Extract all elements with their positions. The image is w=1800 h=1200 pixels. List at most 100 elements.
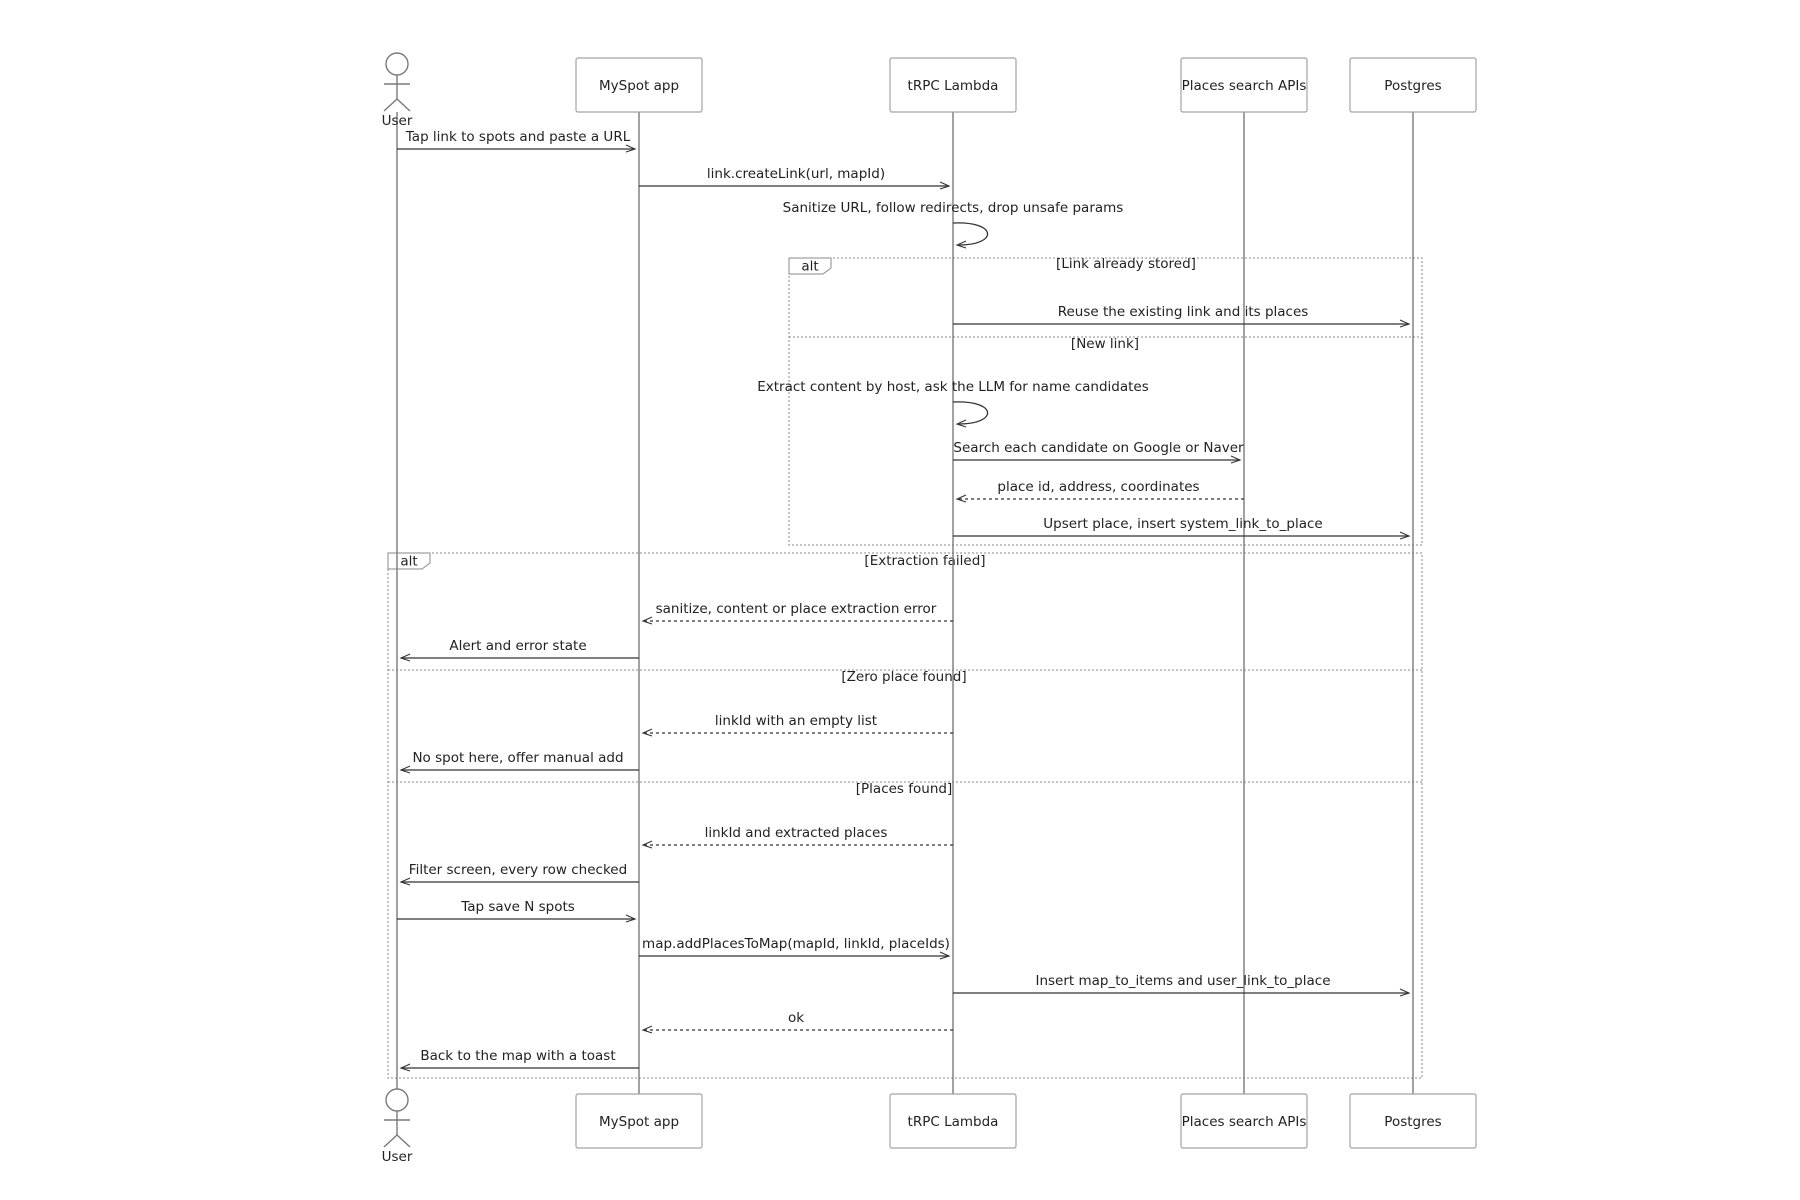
message: Extract content by host, ask the LLM for…	[757, 379, 1149, 428]
arrowhead-icon	[399, 653, 411, 662]
arrowhead-icon	[1230, 455, 1242, 464]
actor-leg-icon	[396, 1134, 411, 1148]
message: linkId and extracted places	[641, 825, 953, 849]
arrowhead-icon	[1399, 319, 1411, 328]
arrowhead-icon	[641, 616, 653, 625]
participant-box	[889, 1093, 1017, 1149]
actor-leg-icon	[383, 98, 398, 112]
message-label: Extract content by host, ask the LLM for…	[757, 379, 1149, 395]
message-label: Back to the map with a toast	[420, 1048, 615, 1064]
arrowhead-icon	[399, 1063, 411, 1072]
message: link.createLink(url, mapId)	[639, 166, 951, 190]
participant-box	[1349, 1093, 1477, 1149]
self-call-loop	[952, 222, 989, 246]
participant-label: MySpot app	[599, 1114, 679, 1130]
participant-label: Postgres	[1384, 78, 1441, 94]
participant-box	[1180, 57, 1308, 113]
message: No spot here, offer manual add	[399, 750, 639, 774]
message-label: Tap link to spots and paste a URL	[405, 129, 631, 145]
message-label: Upsert place, insert system_link_to_plac…	[1043, 516, 1322, 532]
message: Reuse the existing link and its places	[953, 304, 1411, 328]
arrowhead-icon	[1399, 988, 1411, 997]
alt-frame-border	[788, 257, 1423, 546]
participant-label: Places search APIs	[1182, 1114, 1307, 1130]
alt-section-condition: [Places found]	[856, 781, 952, 797]
participant-bottom-app: MySpot app	[575, 1093, 703, 1149]
participant-label: tRPC Lambda	[908, 1114, 999, 1130]
message: Back to the map with a toast	[399, 1048, 639, 1072]
message: Insert map_to_items and user_link_to_pla…	[953, 973, 1411, 997]
message: Tap link to spots and paste a URL	[397, 129, 637, 153]
alt-frame: alt [Extraction failed] [Zero place found]…	[387, 552, 1423, 1079]
participant-top-places: Places search APIs	[1180, 57, 1308, 113]
participant-label: MySpot app	[599, 78, 679, 94]
participant-bottom-places: Places search APIs	[1180, 1093, 1308, 1149]
message: sanitize, content or place extraction er…	[641, 601, 953, 625]
message-label: No spot here, offer manual add	[412, 750, 623, 766]
alt-frame-tab	[387, 552, 431, 570]
message: Tap save N spots	[397, 899, 637, 923]
alt-section-condition: [New link]	[1071, 336, 1139, 352]
participant-top-pg: Postgres	[1349, 57, 1477, 113]
participant-label: User	[382, 113, 413, 129]
arrowhead-icon	[399, 765, 411, 774]
participant-top-lambda: tRPC Lambda	[889, 57, 1017, 113]
participant-box	[575, 57, 703, 113]
arrowhead-icon	[625, 144, 637, 153]
message: linkId with an empty list	[641, 713, 953, 737]
participant-label: Places search APIs	[1182, 78, 1307, 94]
alt-keyword: alt	[400, 554, 417, 570]
arrowhead-icon	[399, 877, 411, 886]
message-label: Filter screen, every row checked	[409, 862, 627, 878]
message: Upsert place, insert system_link_to_plac…	[953, 516, 1411, 540]
participant-label: Postgres	[1384, 1114, 1441, 1130]
arrowhead-icon	[955, 494, 967, 503]
lifelines-layer	[396, 112, 1414, 1094]
actor-leg-icon	[396, 98, 411, 112]
participant-top-user: User	[382, 52, 413, 129]
participant-box	[1180, 1093, 1308, 1149]
message-label: map.addPlacesToMap(mapId, linkId, placeI…	[642, 936, 950, 952]
arrowhead-icon	[641, 1025, 653, 1034]
participant-box	[1349, 57, 1477, 113]
alt-section-condition: [Extraction failed]	[864, 553, 985, 569]
participant-bottom-pg: Postgres	[1349, 1093, 1477, 1149]
actor-head-icon	[385, 52, 409, 76]
message-label: Tap save N spots	[460, 899, 575, 915]
alt-section-condition: [Link already stored]	[1056, 256, 1196, 272]
message-label: Insert map_to_items and user_link_to_pla…	[1035, 973, 1330, 989]
alt-frame-border	[387, 552, 1423, 1079]
participant-box	[889, 57, 1017, 113]
messages-layer: Tap link to spots and paste a URL link.cr…	[397, 129, 1411, 1072]
message-label: sanitize, content or place extraction er…	[656, 601, 937, 617]
arrowhead-icon	[955, 419, 967, 428]
message: map.addPlacesToMap(mapId, linkId, placeI…	[639, 936, 951, 960]
arrowhead-icon	[939, 951, 951, 960]
message: ok	[641, 1010, 953, 1034]
message-label: ok	[788, 1010, 804, 1026]
participant-bottom-user: User	[382, 1088, 413, 1165]
message-label: Alert and error state	[449, 638, 586, 654]
participant-box	[575, 1093, 703, 1149]
message-label: Search each candidate on Google or Naver	[953, 440, 1244, 456]
actor-leg-icon	[383, 1134, 398, 1148]
arrowhead-icon	[939, 181, 951, 190]
arrowhead-icon	[641, 728, 653, 737]
message-label: link.createLink(url, mapId)	[707, 166, 885, 182]
alt-section-condition: [Zero place found]	[841, 669, 966, 685]
arrowhead-icon	[625, 914, 637, 923]
message-label: linkId with an empty list	[715, 713, 877, 729]
frames-layer: alt [Link already stored] [New link] alt [Ex…	[387, 256, 1423, 1079]
alt-frame-tab	[788, 257, 832, 275]
arrowhead-icon	[1399, 531, 1411, 540]
message: Alert and error state	[399, 638, 639, 662]
message: Sanitize URL, follow redirects, drop uns…	[783, 200, 1123, 249]
message: Filter screen, every row checked	[399, 862, 639, 886]
message-label: linkId and extracted places	[705, 825, 888, 841]
arrowhead-icon	[955, 240, 967, 249]
arrowhead-icon	[641, 840, 653, 849]
message: place id, address, coordinates	[955, 479, 1244, 503]
participant-top-app: MySpot app	[575, 57, 703, 113]
message-label: place id, address, coordinates	[997, 479, 1199, 495]
